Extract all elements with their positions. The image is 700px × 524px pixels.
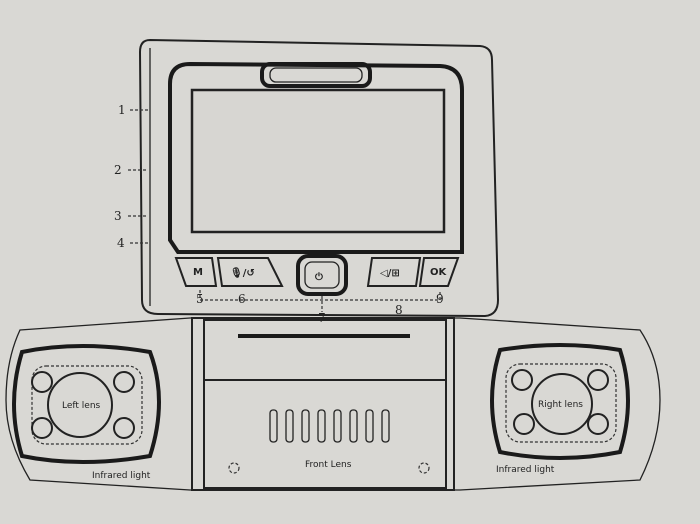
callout-9: 9 (436, 292, 444, 306)
power-icon: ⏻ (315, 271, 323, 283)
infrared-light-label-left: Infrared light (92, 471, 151, 481)
infrared-led (511, 369, 533, 391)
bottom-body-outline (5, 317, 661, 491)
callout-8: 8 (395, 303, 403, 317)
callout-5: 5 (196, 292, 204, 306)
callout-1: 1 (118, 103, 126, 117)
screen-bezel (168, 61, 464, 254)
menu-button[interactable]: M (174, 257, 218, 287)
infrared-led (113, 371, 135, 393)
screw-icon (228, 462, 240, 474)
right-lens-label: Right lens (538, 400, 583, 410)
left-lens-module: Left lens (12, 344, 161, 464)
svg-text:◁/⊞: ◁/⊞ (380, 268, 400, 279)
right-lens (531, 373, 593, 435)
front-panel (191, 317, 455, 491)
infrared-light-label-right: Infrared light (496, 465, 555, 475)
callout-6: 6 (238, 292, 246, 306)
infrared-led (513, 413, 535, 435)
lcd-screen (190, 88, 446, 234)
infrared-led (587, 369, 609, 391)
rec-button[interactable]: ◁/⊞ (366, 257, 422, 287)
camera-body-outline (138, 38, 500, 318)
mic-return-button[interactable]: 🎙/↺ (216, 257, 284, 287)
left-lens (47, 372, 113, 438)
front-lens-label: Front Lens (305, 460, 352, 470)
screw-icon (418, 462, 430, 474)
svg-text:M: M (193, 267, 203, 278)
svg-text:OK: OK (430, 267, 448, 278)
infrared-led (31, 417, 53, 439)
callout-2: 2 (114, 163, 122, 177)
callout-4: 4 (117, 236, 125, 250)
infrared-led (31, 371, 53, 393)
right-lens-module: Right lens (490, 343, 630, 460)
infrared-led (113, 417, 135, 439)
svg-text:🎙/↺: 🎙/↺ (230, 267, 255, 279)
left-lens-label: Left lens (62, 401, 101, 411)
infrared-led (587, 413, 609, 435)
top-sensor-window (260, 62, 372, 88)
ok-button[interactable]: OK (418, 257, 460, 287)
callout-3: 3 (114, 209, 122, 223)
power-button[interactable]: ⏻ (296, 254, 348, 296)
front-vent-slots (269, 409, 390, 443)
